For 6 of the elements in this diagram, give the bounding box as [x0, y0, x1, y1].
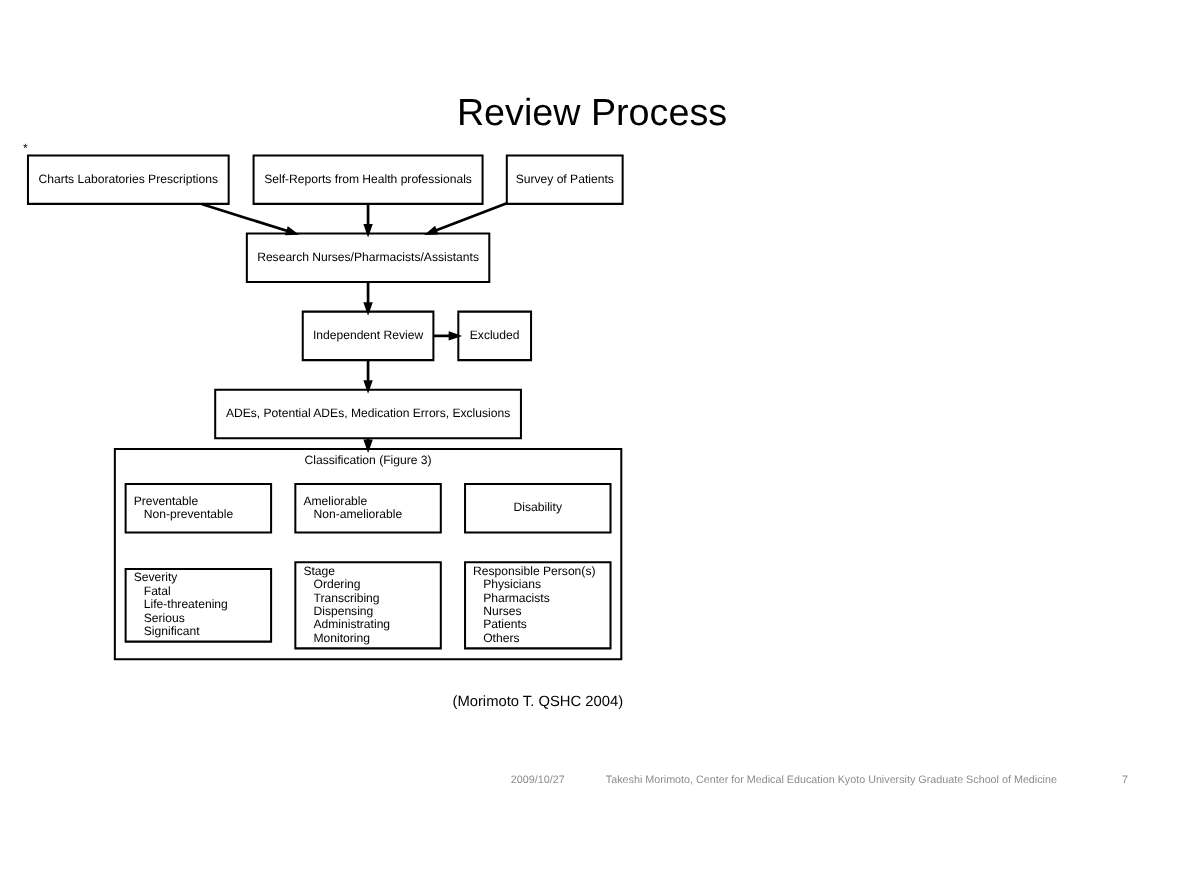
arrow	[363, 281, 373, 315]
label: (Morimoto T. QSHC 2004)	[452, 691, 624, 710]
arrow	[363, 359, 373, 393]
diagram-title: Review Process	[456, 89, 728, 132]
arrow	[363, 203, 373, 237]
arrow	[201, 201, 300, 235]
